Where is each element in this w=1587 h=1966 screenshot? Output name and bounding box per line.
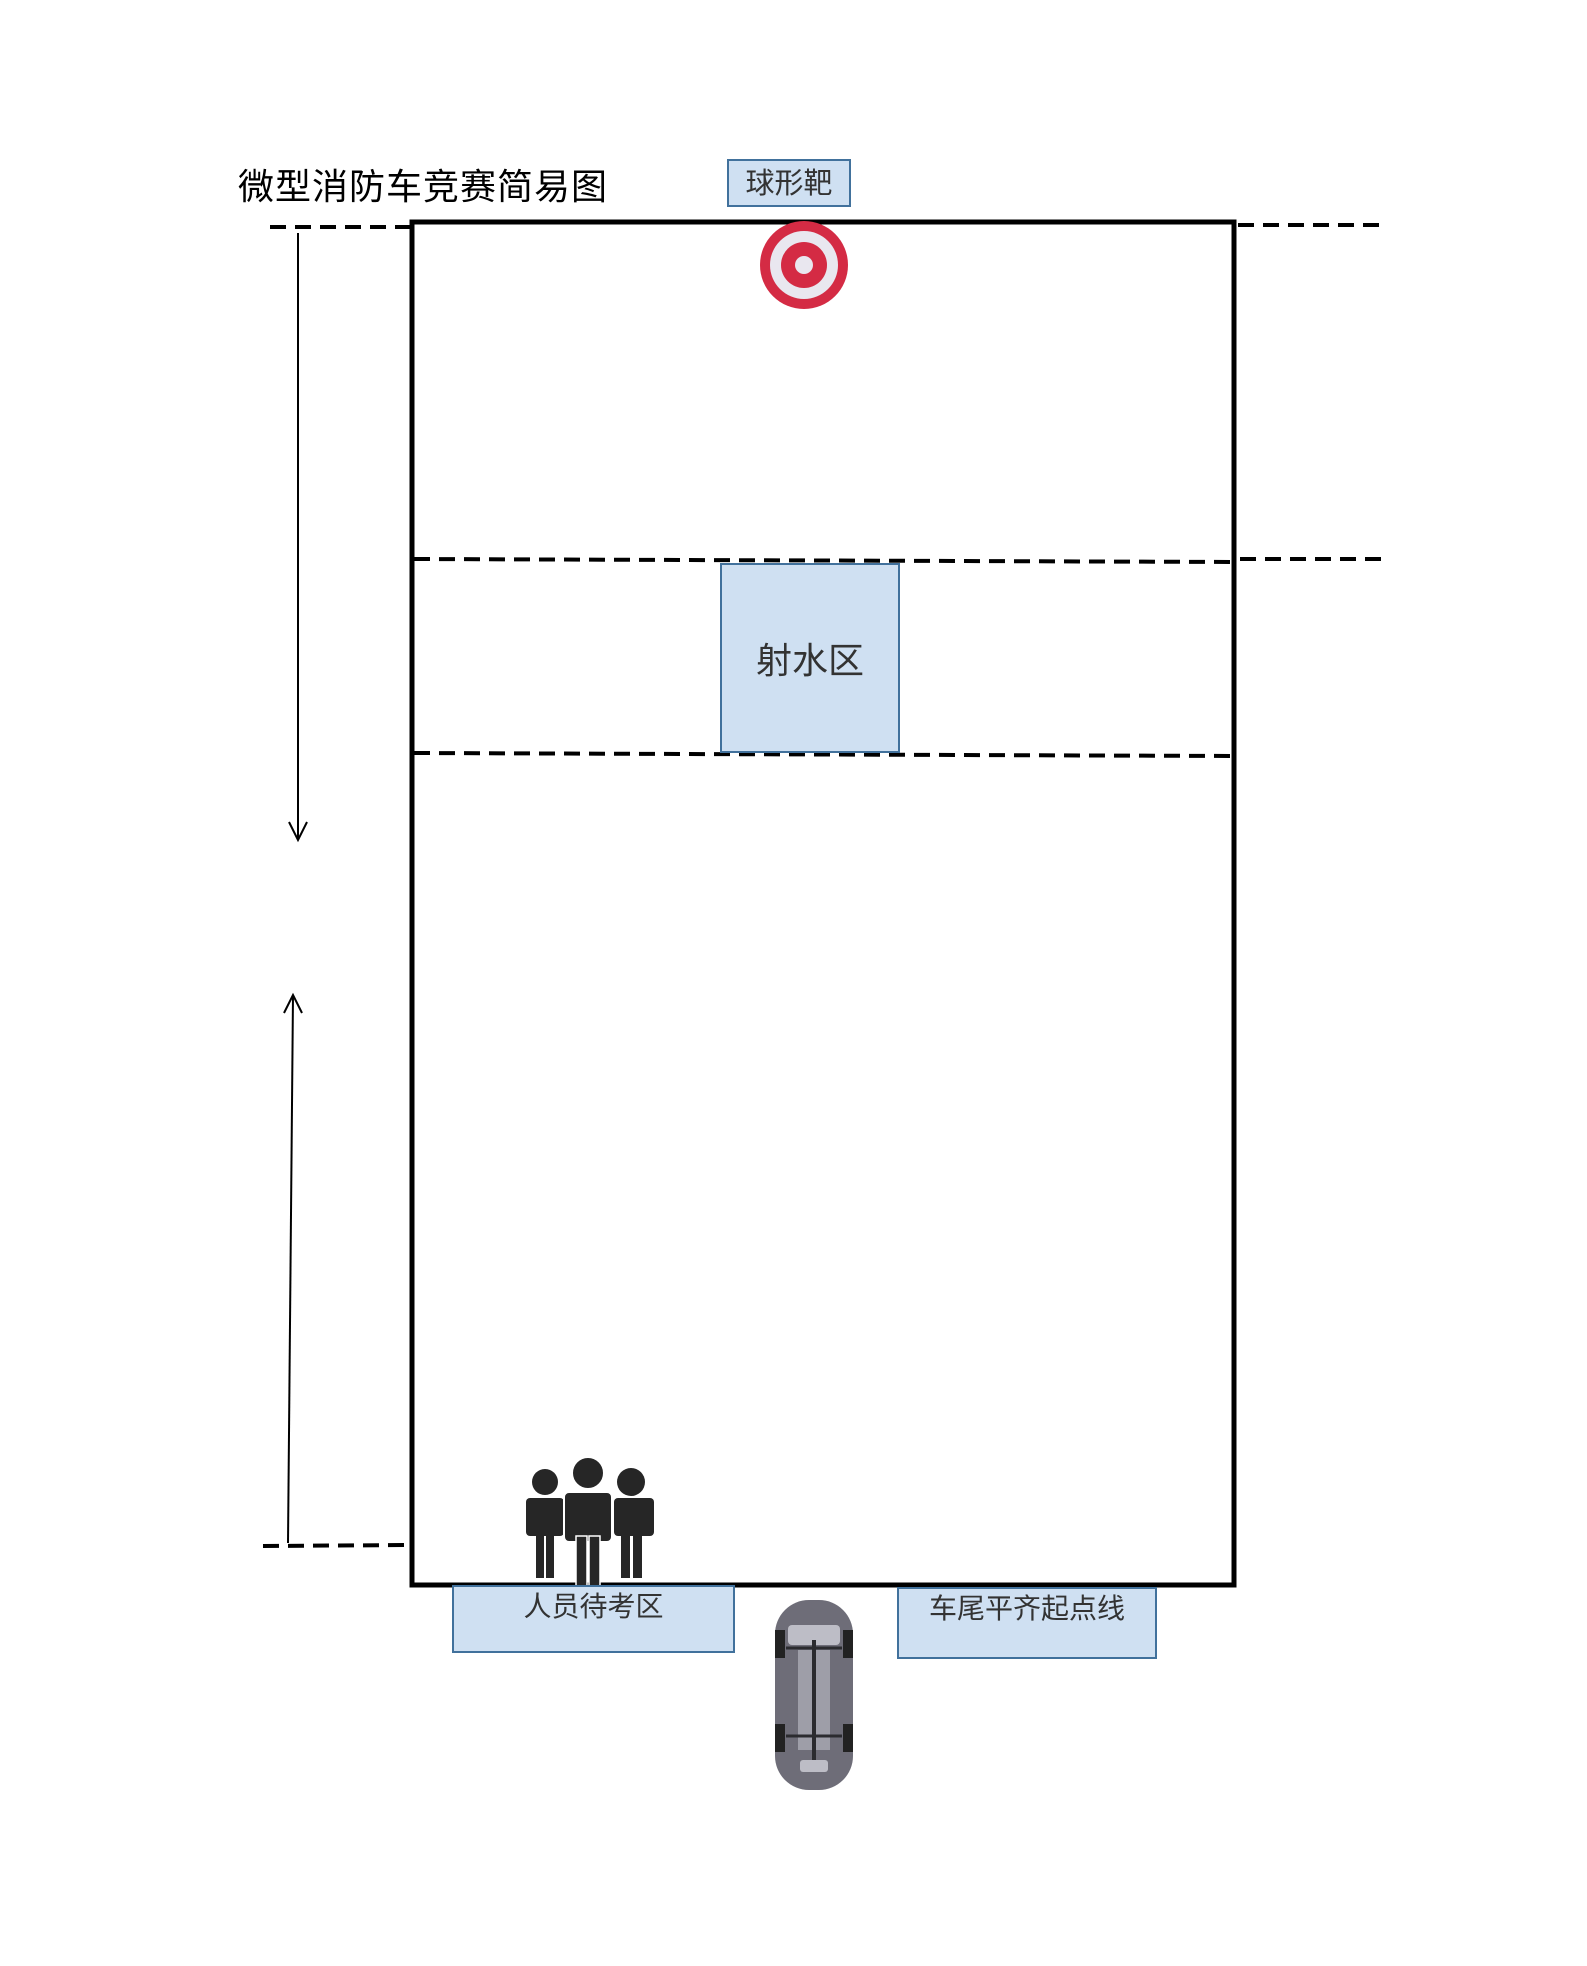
spray-zone-lower-line — [413, 751, 1233, 758]
start-line-label: 车尾平齐起点线 — [897, 1587, 1157, 1659]
spray-zone-upper-line — [413, 557, 1233, 564]
people-group-icon — [526, 1456, 654, 1587]
up-arrow — [283, 992, 303, 1544]
field-boundary — [409, 219, 1237, 1588]
bottom-left-dashed-line — [262, 1543, 411, 1548]
target-label: 球形靶 — [727, 159, 851, 207]
fire-truck-top-view-icon — [775, 1600, 853, 1790]
down-arrow — [288, 233, 308, 843]
waiting-area-label: 人员待考区 — [452, 1585, 735, 1653]
spray-zone-label: 射水区 — [720, 563, 900, 753]
diagram-title: 微型消防车竞赛简易图 — [238, 167, 609, 208]
target-icon — [760, 221, 848, 309]
